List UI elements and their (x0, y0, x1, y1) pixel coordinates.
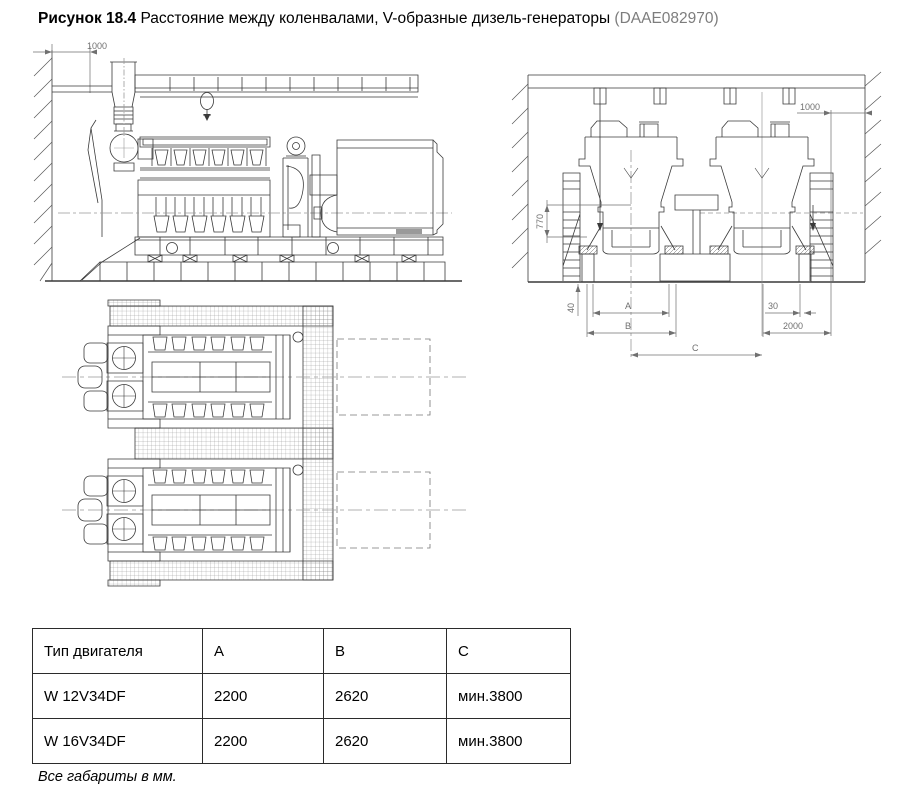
figure-doc-code: (DAAE082970) (614, 10, 719, 27)
engine-type-cell: W 16V34DF (32, 718, 203, 764)
hoist-trolley (201, 93, 214, 121)
mounting-feet (148, 255, 416, 262)
table-row: W 12V34DF 2200 2620 мин.3800 (32, 673, 571, 719)
driving-end (283, 137, 337, 237)
dimension-label: B (625, 321, 631, 331)
figure-caption: Расстояние между коленвалами, V-образные… (136, 10, 615, 27)
dim-c-cell: мин.3800 (446, 718, 571, 764)
figure-title: Рисунок 18.4 Расстояние между коленвалам… (38, 8, 719, 30)
ceiling-hangers (594, 88, 795, 104)
dim-a-cell: 2200 (202, 718, 324, 764)
plan-view-drawing (60, 295, 480, 595)
dimension-label: C (692, 343, 699, 353)
dim-b-cell: 2620 (323, 718, 447, 764)
engine-side (138, 137, 270, 237)
col-header-b: B (323, 628, 447, 674)
crane-beam (135, 75, 418, 97)
foundation-plinths (582, 195, 811, 282)
col-header-engine-type: Тип двигателя (32, 628, 203, 674)
side-view-drawing: 1000 (0, 41, 470, 290)
dim-c-cell: мин.3800 (446, 673, 571, 719)
dimension-label: 40 (566, 303, 576, 313)
dimension-label: 770 (535, 214, 545, 229)
dim-b-cell: 2620 (323, 673, 447, 719)
wall-left (34, 50, 52, 281)
engine-type-cell: W 12V34DF (32, 673, 203, 719)
col-header-a: A (202, 628, 324, 674)
base-frame (80, 237, 445, 281)
exhaust-stack (110, 58, 137, 136)
dimension-label: A (625, 301, 631, 311)
dimension-label: 30 (768, 301, 778, 311)
dimension-1000: 1000 (33, 41, 107, 93)
dimension-label: 1000 (800, 102, 820, 112)
dimensions: 1000 770 40 A B C 30 (535, 102, 872, 358)
figure-number: Рисунок 18.4 (38, 10, 137, 27)
generator-side (314, 140, 443, 235)
dim-a-cell: 2200 (202, 673, 324, 719)
engine-room-structure (512, 72, 881, 282)
col-header-c: C (446, 628, 571, 674)
dimension-table: Тип двигателя A B C W 12V34DF 2200 2620 … (32, 628, 571, 764)
units-note: Все габариты в мм. (38, 769, 177, 785)
end-view-drawing: 1000 770 40 A B C 30 (505, 55, 900, 395)
table-row: W 16V34DF 2200 2620 мин.3800 (32, 718, 571, 764)
side-platforms (563, 173, 833, 281)
turbocharger (88, 120, 153, 237)
dimension-label: 2000 (783, 321, 803, 331)
lifting-lines (597, 104, 816, 231)
table-header-row: Тип двигателя A B C (32, 628, 571, 674)
floor-grating (108, 300, 333, 586)
dimension-label: 1000 (87, 41, 107, 51)
